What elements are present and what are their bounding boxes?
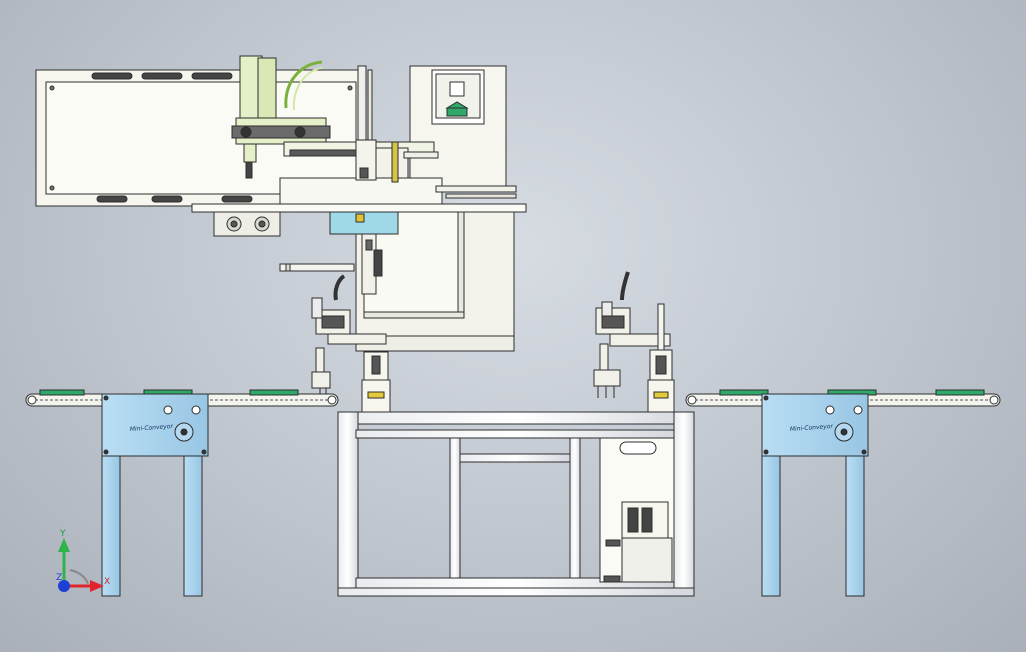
axis-y-label: Y <box>60 529 66 539</box>
right-small-robot <box>593 271 671 398</box>
support-posts <box>361 349 675 421</box>
axis-triad <box>58 538 104 592</box>
central-base-frame <box>337 411 695 597</box>
right-conveyor <box>685 389 1001 597</box>
center-gripper <box>329 211 399 295</box>
axis-z-label: Z <box>56 573 63 583</box>
axis-x-label: X <box>104 577 111 587</box>
left-conveyor <box>25 389 339 597</box>
main-cabinet <box>191 65 527 352</box>
left-conveyor-label: Mini-Conveyor <box>130 423 174 433</box>
top-scara-robot <box>231 55 439 183</box>
right-conveyor-label: Mini-Conveyor <box>790 423 834 433</box>
